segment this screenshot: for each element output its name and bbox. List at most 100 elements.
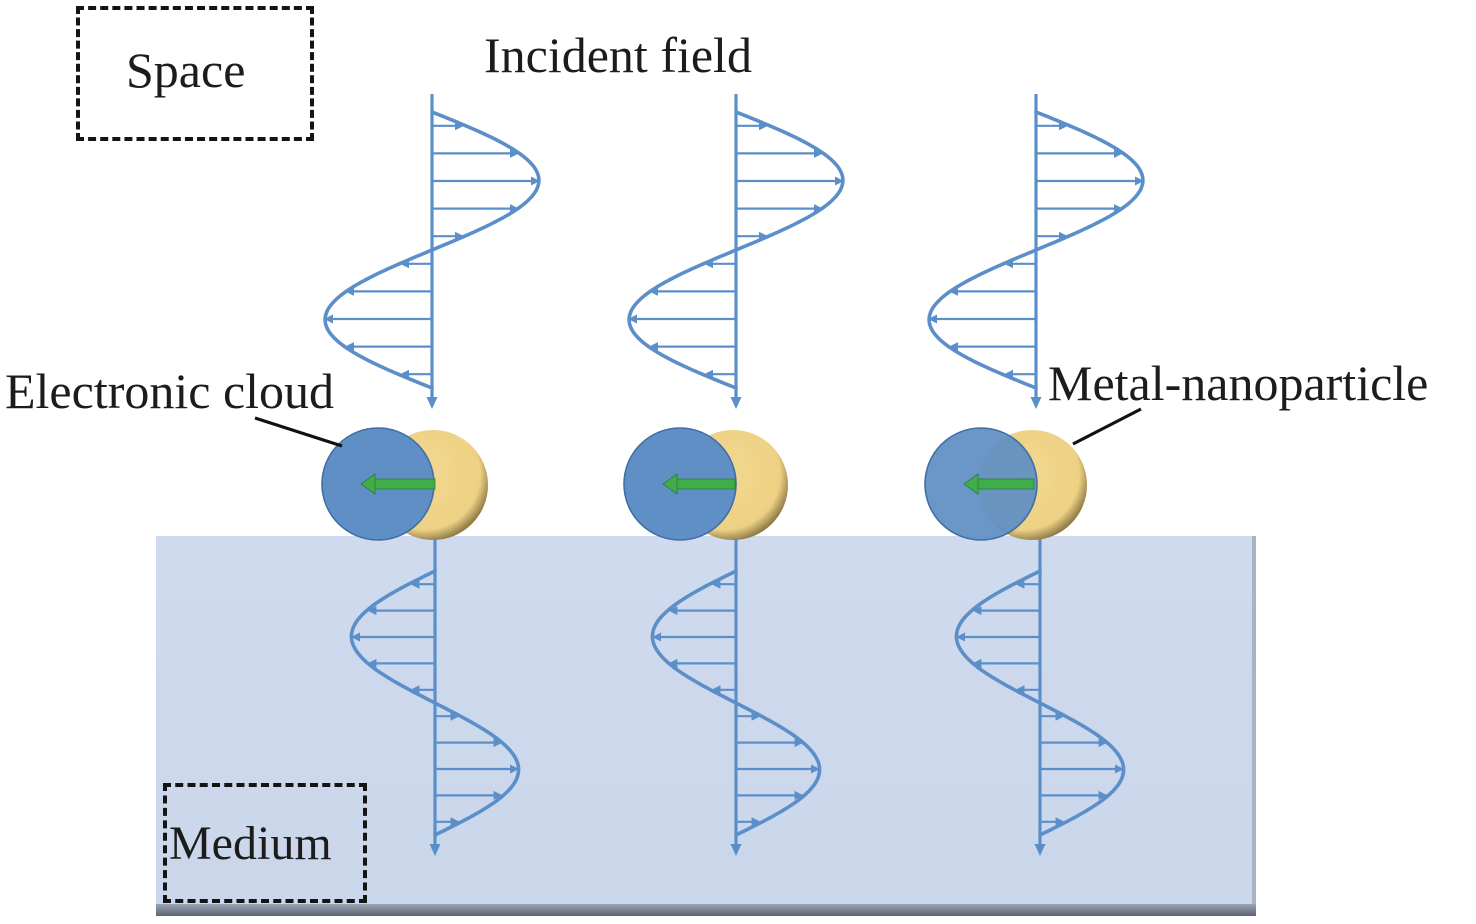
incident-field-left [323, 94, 541, 409]
field-vector-arrowhead-icon [649, 286, 659, 296]
field-vector-arrowhead-icon [794, 738, 804, 748]
field-axis-arrowhead-icon [426, 397, 438, 409]
dipole-arrow-shaft [674, 478, 736, 490]
field-vector-arrowhead-icon [1004, 259, 1014, 269]
field-vector-arrowhead-icon [454, 231, 464, 241]
field-vector-arrowhead-icon [1058, 121, 1068, 131]
field-axis-arrowhead-icon [730, 844, 742, 856]
field-vector-arrowhead-icon [367, 658, 377, 668]
dipole-arrow-head-icon [360, 473, 376, 495]
transmitted-field-left [349, 538, 521, 856]
transmitted-field-right [954, 538, 1126, 856]
field-vector-arrowhead-icon [794, 790, 804, 800]
field-axis-arrowhead-icon [730, 397, 742, 409]
field-vector-arrowhead-icon [811, 764, 820, 774]
field-axis-arrowhead-icon [1030, 397, 1042, 409]
field-vector-arrowhead-icon [345, 342, 355, 352]
field-vector-arrowhead-icon [835, 176, 844, 186]
field-vector-arrowhead-icon [531, 176, 540, 186]
field-sine-curve [323, 110, 541, 390]
field-vector-arrowhead-icon [351, 632, 360, 642]
field-vector-arrowhead-icon [1115, 764, 1124, 774]
nanoparticle-group-right [924, 427, 1087, 541]
field-vector-arrowhead-icon [668, 606, 678, 616]
field-sine-curve [627, 110, 845, 390]
field-vector-arrowhead-icon [510, 764, 519, 774]
field-vector-arrowhead-icon [493, 790, 503, 800]
field-vector-arrowhead-icon [1015, 685, 1025, 695]
incident-field-center [627, 94, 845, 409]
field-vector-arrowhead-icon [1135, 176, 1144, 186]
dipole-arrow-head-icon [662, 473, 678, 495]
field-vector-arrowhead-icon [1113, 204, 1123, 214]
field-vector-arrowhead-icon [454, 121, 464, 131]
field-vector-arrowhead-icon [751, 817, 761, 827]
field-vector-arrowhead-icon [649, 342, 659, 352]
electronic-cloud-leader-line [254, 416, 343, 448]
metal-nanoparticle-label: Metal-nanoparticle [1048, 355, 1429, 411]
field-vector-arrowhead-icon [1058, 231, 1068, 241]
field-vector-arrowhead-icon [1113, 148, 1123, 158]
field-vector-arrowhead-icon [509, 148, 519, 158]
dipole-arrow-shaft [372, 478, 436, 490]
field-sine-curve [927, 110, 1145, 390]
field-vector-arrowhead-icon [949, 342, 959, 352]
field-vector-arrowhead-icon [758, 121, 768, 131]
field-vector-arrowhead-icon [628, 314, 637, 324]
field-axis-arrowhead-icon [429, 844, 441, 856]
field-vector-arrowhead-icon [324, 314, 333, 324]
field-vector-arrowhead-icon [345, 286, 355, 296]
field-vector-arrowhead-icon [949, 286, 959, 296]
field-vector-arrowhead-icon [758, 231, 768, 241]
medium-label: Medium [169, 817, 332, 870]
space-label: Space [126, 42, 246, 98]
field-sine-curve [349, 569, 521, 837]
field-vector-arrowhead-icon [972, 658, 982, 668]
field-vector-arrowhead-icon [1098, 738, 1108, 748]
transmitted-field-center [650, 538, 822, 856]
waves-layer [323, 94, 1145, 856]
medium-slab-edge [1252, 536, 1256, 908]
field-vector-arrowhead-icon [450, 711, 460, 721]
field-vector-arrowhead-icon [668, 658, 678, 668]
field-vector-arrowhead-icon [1004, 369, 1014, 379]
medium-region-box [163, 783, 367, 903]
field-vector-arrowhead-icon [704, 259, 714, 269]
field-vector-arrowhead-icon [928, 314, 937, 324]
field-axis-arrowhead-icon [1034, 844, 1046, 856]
nanoparticle-group-center [623, 427, 788, 541]
field-vector-arrowhead-icon [400, 369, 410, 379]
field-vector-arrowhead-icon [400, 259, 410, 269]
space-region-box [76, 6, 314, 141]
field-vector-arrowhead-icon [652, 632, 661, 642]
field-vector-arrowhead-icon [956, 632, 965, 642]
field-vector-arrowhead-icon [410, 685, 420, 695]
field-vector-arrowhead-icon [1055, 711, 1065, 721]
field-sine-curve [954, 569, 1126, 837]
field-vector-arrowhead-icon [813, 204, 823, 214]
field-sine-curve [650, 569, 822, 837]
medium-slab-base [156, 904, 1256, 916]
field-vector-arrowhead-icon [1015, 579, 1025, 589]
leaders-layer [254, 407, 1142, 448]
incident-field-right [927, 94, 1145, 409]
metal-nanoparticle-leader-line [1072, 407, 1142, 446]
field-vector-arrowhead-icon [509, 204, 519, 214]
field-vector-arrowhead-icon [711, 685, 721, 695]
electronic-cloud-label: Electronic cloud [5, 363, 335, 419]
field-vector-arrowhead-icon [1098, 790, 1108, 800]
field-vector-arrowhead-icon [972, 606, 982, 616]
field-vector-arrowhead-icon [1055, 817, 1065, 827]
field-vector-arrowhead-icon [751, 711, 761, 721]
field-vector-arrowhead-icon [450, 817, 460, 827]
field-vector-arrowhead-icon [367, 606, 377, 616]
field-vector-arrowhead-icon [711, 579, 721, 589]
field-vector-arrowhead-icon [493, 738, 503, 748]
dipole-arrow-shaft [975, 478, 1035, 490]
nanoparticle-group-left [321, 427, 488, 541]
particles-layer [321, 427, 1087, 541]
incident-field-label: Incident field [484, 27, 752, 83]
field-vector-arrowhead-icon [704, 369, 714, 379]
